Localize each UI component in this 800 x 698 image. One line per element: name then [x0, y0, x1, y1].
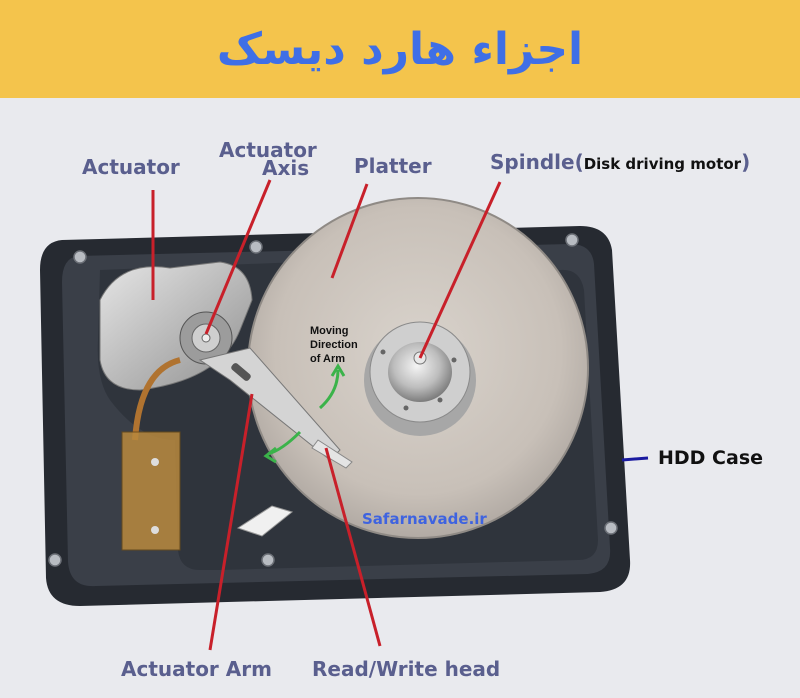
moving-direction-arrow	[263, 363, 346, 464]
callout-hdd-case	[621, 456, 649, 462]
label-actuator-axis-line2: Axis	[262, 156, 310, 180]
label-spindle-group: Spindle(Disk driving motor)	[490, 152, 750, 173]
callout-lines	[151, 179, 502, 651]
note-line-1: Moving	[310, 325, 349, 337]
label-hdd-case: HDD Case	[658, 447, 764, 469]
watermark: Safarnavade.ir	[362, 510, 487, 528]
label-actuator-axis-line1: Actuator	[219, 138, 317, 162]
note-line-3: of Arm	[310, 353, 346, 365]
note-line-2: Direction	[310, 339, 358, 351]
label-platter: Platter	[354, 154, 432, 178]
label-spindle-paren-close: )	[741, 150, 751, 174]
page-title: اجزاء هارد دیسک	[216, 23, 584, 75]
moving-direction-note: Moving Direction of Arm	[310, 324, 358, 366]
callout-read-write-head	[324, 447, 382, 647]
title-banner: اجزاء هارد دیسک	[0, 0, 800, 98]
label-read-write-head: Read/Write head	[312, 657, 501, 681]
callout-actuator-arm	[208, 393, 254, 651]
actuator-assembly	[99, 261, 353, 551]
callout-platter	[330, 183, 369, 279]
label-spindle-desc: Disk driving motor	[583, 155, 742, 173]
callout-actuator-axis	[204, 179, 272, 335]
label-spindle: Spindle	[490, 150, 575, 174]
label-actuator-arm: Actuator Arm	[121, 657, 272, 681]
callout-spindle	[418, 181, 502, 359]
label-spindle-paren-open: (	[574, 150, 584, 174]
label-actuator: Actuator	[82, 155, 180, 179]
spindle-hub	[364, 321, 476, 436]
